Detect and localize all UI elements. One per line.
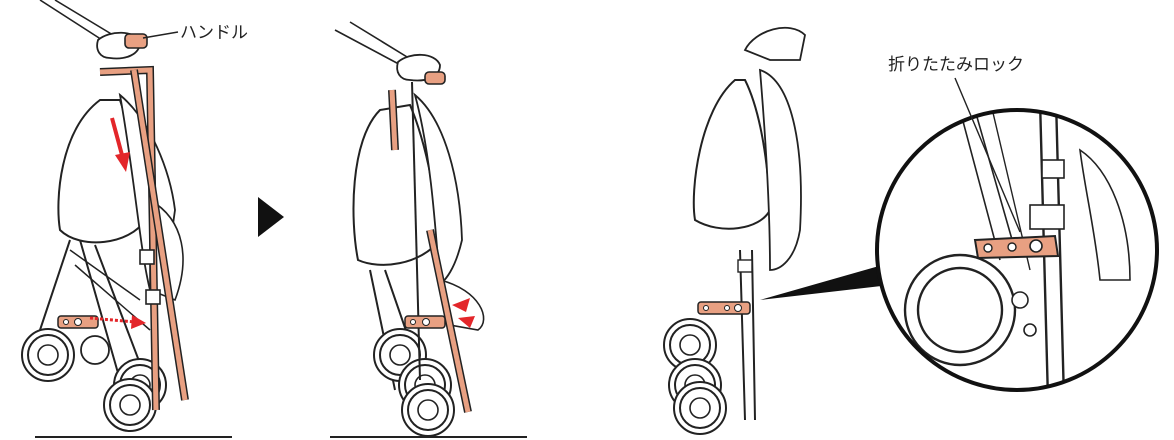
handle-label: ハンドル (180, 23, 248, 43)
handle-grip (125, 34, 147, 48)
fold-lock-label: 折りたたみロック (888, 55, 1024, 75)
panel-3-stroller (664, 28, 900, 434)
panel-2-stroller (330, 22, 527, 437)
panel-1-stroller: ハンドル (22, 0, 248, 437)
black-triangle-right-icon (258, 197, 284, 237)
fold-lock-zoom (877, 100, 1157, 400)
